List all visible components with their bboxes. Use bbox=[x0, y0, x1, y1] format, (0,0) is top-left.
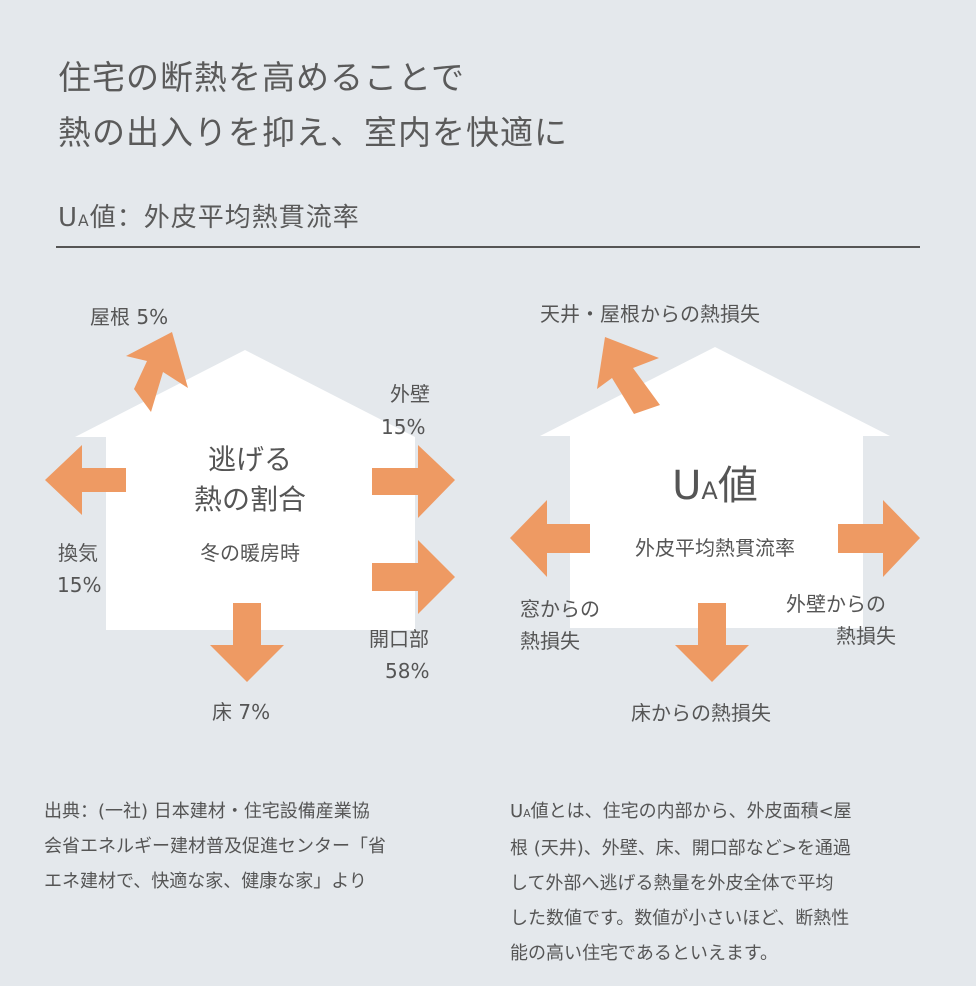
explanation-line1: UA値とは、住宅の内部から、外皮面積<屋 bbox=[510, 801, 852, 822]
right-floor-label: 床からの熱損失 bbox=[631, 701, 771, 725]
source-note: 出典：(一社) 日本建材・住宅設備産業協 会省エネルギー建材普及促進センター「省… bbox=[44, 794, 464, 899]
right-window-label-line1: 窓からの bbox=[520, 597, 600, 621]
right-wall-arrow-icon bbox=[838, 500, 920, 577]
left-caption-line2: 熱の割合 bbox=[193, 483, 306, 516]
right-roof-label: 天井・屋根からの熱損失 bbox=[540, 302, 760, 326]
right-floor-arrow-icon bbox=[675, 603, 749, 682]
section-title-u: U bbox=[58, 203, 79, 233]
left-openings-value: 58% bbox=[385, 659, 430, 683]
left-vent-label: 換気 bbox=[58, 541, 98, 565]
right-house-shape bbox=[540, 347, 890, 628]
section-divider bbox=[56, 246, 920, 248]
left-wall-value: 15% bbox=[381, 415, 426, 439]
left-floor-label: 床 7% bbox=[212, 700, 271, 724]
right-ua-a: A bbox=[701, 477, 718, 505]
left-openings-label: 開口部 bbox=[369, 627, 429, 651]
right-window-arrow-icon bbox=[510, 500, 590, 577]
right-roof-arrow-icon bbox=[597, 337, 660, 414]
left-roof-label: 屋根 5% bbox=[90, 305, 169, 329]
explanation-line2: 根 (天井)、外壁、床、開口部など>を通過 bbox=[510, 838, 851, 859]
right-ua-rest: 値 bbox=[717, 463, 758, 509]
left-caption-line1: 逃げる bbox=[207, 443, 292, 476]
right-definition: 外皮平均熱貫流率 bbox=[635, 536, 795, 560]
left-season-label: 冬の暖房時 bbox=[200, 541, 300, 565]
left-wall-arrow-icon bbox=[372, 445, 455, 518]
right-wall-label-line1: 外壁からの bbox=[786, 592, 886, 616]
left-house-caption: 逃げる 熱の割合 bbox=[150, 440, 350, 520]
left-vent-arrow-icon bbox=[45, 445, 126, 515]
headline-line2: 熱の出入りを抑え、室内を快適に bbox=[58, 113, 568, 152]
source-line3: エネ建材で、快適な家、健康な家」より bbox=[44, 871, 367, 892]
section-title-a: A bbox=[78, 212, 90, 230]
right-wall-label-line2: 熱損失 bbox=[836, 624, 896, 648]
section-title-rest: 値：外皮平均熱貫流率 bbox=[89, 203, 360, 233]
section-title: UA値：外皮平均熱貫流率 bbox=[58, 198, 360, 241]
headline: 住宅の断熱を高めることで 熱の出入りを抑え、室内を快適に bbox=[58, 50, 938, 160]
left-wall-label: 外壁 bbox=[390, 382, 430, 406]
right-ua-u: U bbox=[672, 463, 702, 509]
right-window-label-line2: 熱損失 bbox=[520, 629, 580, 653]
explanation-line3: して外部へ逃げる熱量を外皮全体で平均 bbox=[510, 873, 834, 894]
explanation-line4: した数値です。数値が小さいほど、断熱性 bbox=[510, 908, 850, 929]
left-floor-arrow-icon bbox=[210, 603, 284, 682]
right-ua-title: UA値 bbox=[615, 462, 815, 515]
explanation-line5: 能の高い住宅であるといえます。 bbox=[510, 943, 779, 964]
left-openings-arrow-icon bbox=[372, 540, 455, 614]
left-roof-arrow-icon bbox=[126, 332, 188, 412]
source-line2: 会省エネルギー建材普及促進センター「省 bbox=[44, 836, 386, 857]
headline-line1: 住宅の断熱を高めることで bbox=[58, 58, 466, 97]
ua-explanation: UA値とは、住宅の内部から、外皮面積<屋 根 (天井)、外壁、床、開口部など>を… bbox=[510, 794, 940, 971]
source-line1: 出典：(一社) 日本建材・住宅設備産業協 bbox=[44, 801, 370, 822]
left-vent-value: 15% bbox=[57, 573, 102, 597]
left-house-shape bbox=[75, 350, 415, 630]
